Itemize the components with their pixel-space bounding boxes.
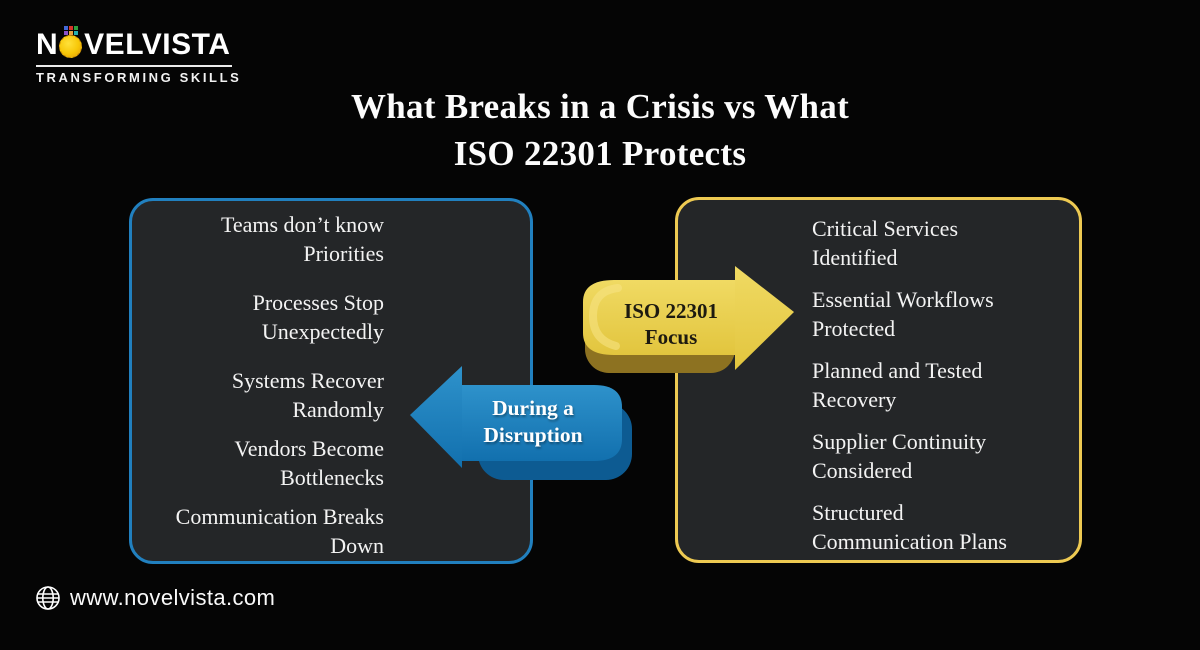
disruption-arrow [394, 356, 636, 484]
crisis-item-systems: Systems Recover Randomly [231, 368, 384, 422]
sun-logo-icon [58, 26, 84, 60]
logo-divider [36, 65, 232, 67]
page-title-line2: ISO 22301 Protects [453, 134, 747, 173]
footer: www.novelvista.com [35, 585, 275, 611]
brand-letters-rest: VELVISTA [84, 28, 231, 61]
protect-item-recovery: Planned and Tested Recovery [812, 358, 983, 412]
crisis-item-processes: Processes Stop Unexpectedly [252, 290, 384, 344]
brand-letter-n: N [36, 28, 59, 61]
protect-item-critical-services: Critical Services Identified [812, 216, 959, 270]
crisis-item-priorities: Teams don’t know Priorities [220, 212, 384, 266]
crisis-box-list: Teams don’t know Priorities Processes St… [132, 201, 530, 561]
disruption-arrow-label: During a Disruption [483, 396, 583, 447]
protection-box: Critical Services Identified Essential W… [675, 197, 1082, 563]
globe-icon [36, 586, 60, 610]
brand-wordmark: N VELVISTA [36, 26, 236, 60]
brand-logo: N VELVISTA TRANSFORMING SKILLS [36, 26, 242, 85]
sun-circle-icon [59, 35, 83, 58]
logo-pixel-grid [64, 26, 79, 35]
protect-item-supplier: Supplier Continuity Considered [812, 429, 987, 483]
page-title: What Breaks in a Crisis vs What ISO 2230… [0, 83, 1200, 177]
protect-item-communication-plans: Structured Communication Plans [812, 500, 1007, 554]
protection-box-list: Critical Services Identified Essential W… [678, 200, 1079, 560]
crisis-box: Teams don’t know Priorities Processes St… [129, 198, 533, 564]
iso-focus-arrow-label: ISO 22301 Focus [624, 299, 718, 349]
protect-item-workflows: Essential Workflows Protected [812, 287, 994, 341]
website-url: www.novelvista.com [70, 585, 276, 610]
crisis-item-vendors: Vendors Become Bottlenecks [234, 436, 384, 490]
brand-tagline: TRANSFORMING SKILLS [36, 70, 242, 85]
iso-focus-arrow [572, 254, 800, 378]
page-title-line1: What Breaks in a Crisis vs What [350, 87, 850, 126]
crisis-item-communication: Communication Breaks Down [175, 504, 384, 558]
left-arrow-icon [410, 366, 632, 480]
right-arrow-icon [583, 266, 794, 373]
